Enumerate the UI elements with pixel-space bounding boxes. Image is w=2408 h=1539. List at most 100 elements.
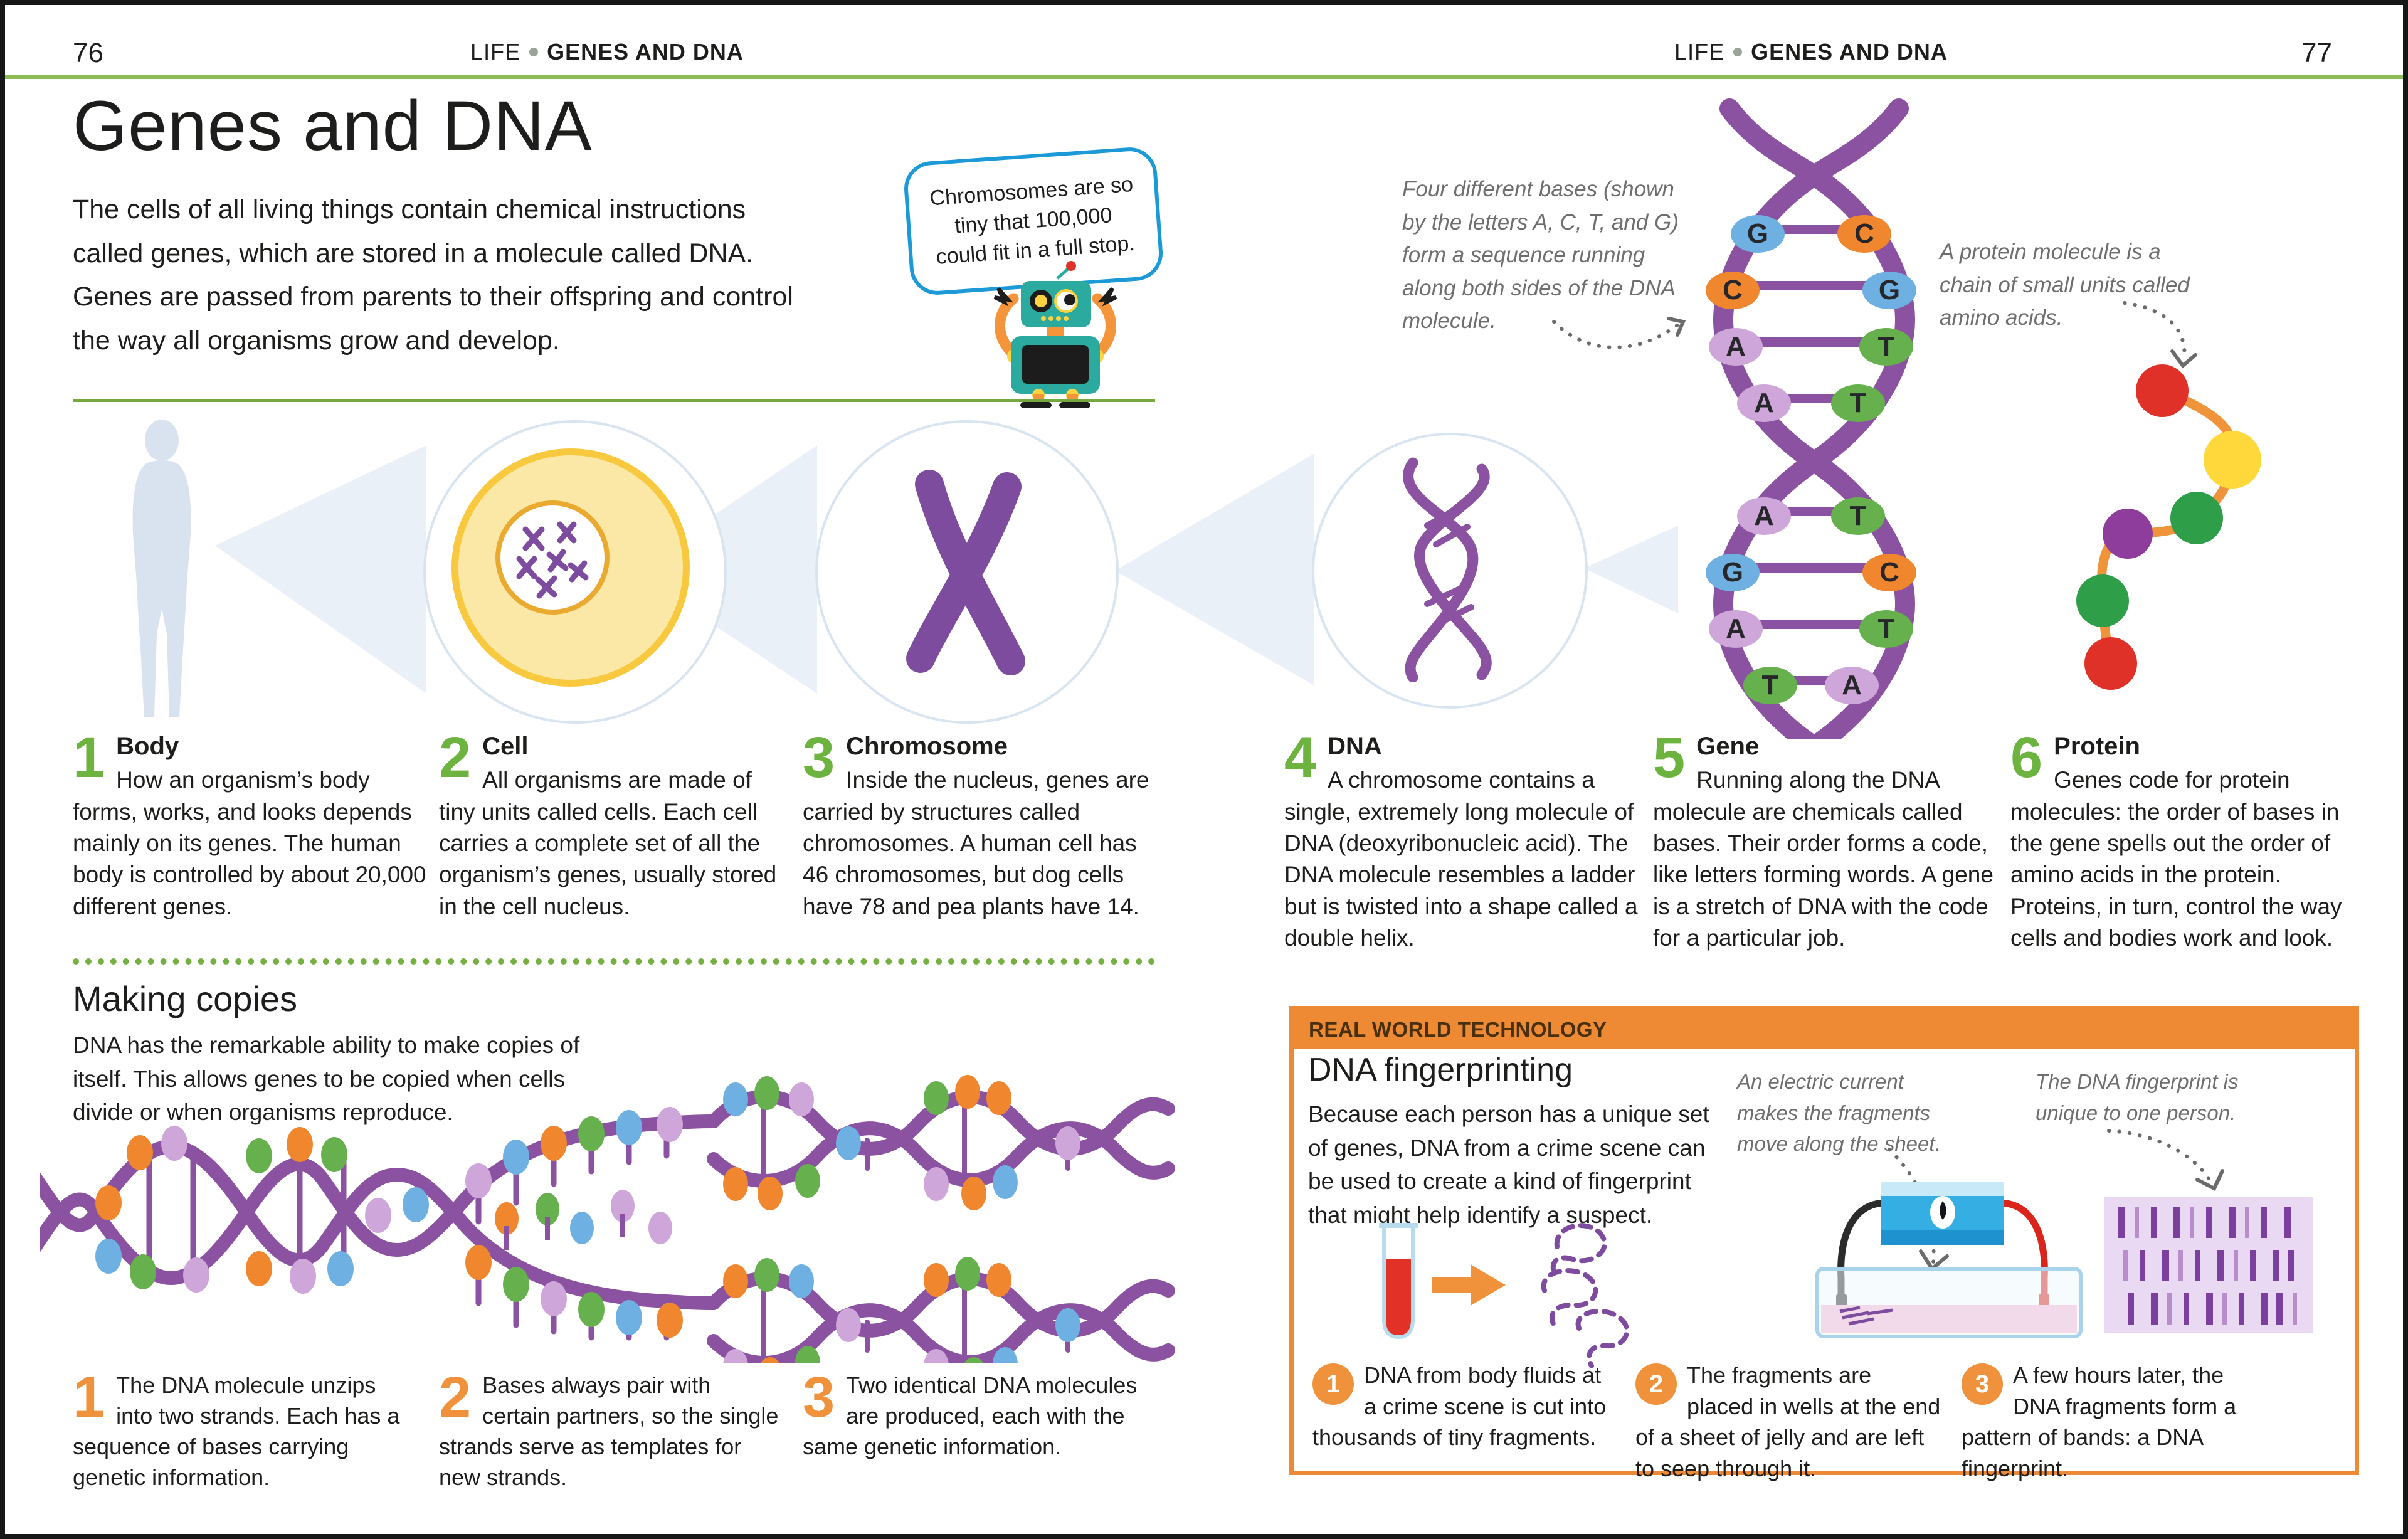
step-text: The fragments are placed in wells at the… xyxy=(1635,1362,1941,1482)
section-text: How an organism’s body forms, works, and… xyxy=(73,767,426,919)
section-number: 2 xyxy=(439,726,472,790)
nucleus-chromosomes xyxy=(516,521,589,599)
dna-zoom-circle xyxy=(1312,433,1588,709)
section-title: Cell xyxy=(482,732,529,760)
making-copies-title: Making copies xyxy=(73,979,297,1018)
step-text: A few hours later, the DNA fragments for… xyxy=(1962,1362,2237,1482)
section-title: Body xyxy=(116,732,179,760)
dna-replication-illustration xyxy=(40,1075,1175,1363)
base-letter: A xyxy=(1737,497,1791,535)
base-letter: A xyxy=(1737,384,1791,422)
page-number-right: 77 xyxy=(2301,38,2332,68)
step-number: 3 xyxy=(1962,1363,2003,1405)
base-letter: A xyxy=(1709,610,1763,648)
header-rule xyxy=(5,75,2403,79)
dotted-arrow-icon xyxy=(2123,301,2197,369)
dna-fragments-icon xyxy=(1541,1223,1630,1368)
section-text: Inside the nucleus, genes are carried by… xyxy=(803,767,1149,919)
copy-step-2: 2 Bases always pair with certain partner… xyxy=(439,1365,781,1493)
test-tube-icon xyxy=(1379,1223,1418,1340)
dna-fingerprint-illustration xyxy=(2104,1197,2313,1333)
section-body: 1 Body How an organism’s body forms, wor… xyxy=(73,729,427,923)
dna-mini-helix xyxy=(1403,457,1492,682)
section-number: 3 xyxy=(803,726,835,790)
copy-step-3: 3 Two identical DNA molecules are produc… xyxy=(803,1368,1154,1462)
bases-annotation: Four different bases (shown by the lette… xyxy=(1402,177,1679,333)
base-letter: T xyxy=(1859,610,1913,648)
base-letter: T xyxy=(1859,328,1913,366)
base-letter: T xyxy=(1831,384,1885,422)
section-number: 4 xyxy=(1284,726,1317,790)
intro-paragraph: The cells of all living things contain c… xyxy=(73,194,793,356)
section-cell: 2 Cell All organisms are made of tiny un… xyxy=(439,729,790,923)
section-gene: 5 Gene Running along the DNA molecule ar… xyxy=(1653,729,2004,954)
protein-annotation: A protein molecule is a chain of small u… xyxy=(1940,240,2190,330)
section-text: A chromosome contains a single, extremel… xyxy=(1284,767,1638,951)
section-text: Running along the DNA molecule are chemi… xyxy=(1653,767,1993,951)
base-letter: G xyxy=(1731,215,1785,253)
page-number-left: 76 xyxy=(73,38,103,68)
protein-chain-illustration xyxy=(2076,364,2261,690)
step-text: The DNA molecule unzips into two strands… xyxy=(73,1372,400,1490)
fingerprint-band-row xyxy=(2118,1207,2299,1238)
step-number: 1 xyxy=(1312,1363,1354,1405)
base-letter: C xyxy=(1837,215,1891,253)
fingerprint-band-row xyxy=(2118,1293,2299,1325)
dotted-arrow-icon xyxy=(1552,317,1686,349)
chromosome-illustration xyxy=(906,470,1025,675)
base-letter: A xyxy=(1825,667,1879,704)
running-head-right: LIFE GENES AND DNA xyxy=(1209,39,2403,65)
step-number: 2 xyxy=(439,1365,472,1429)
section-title: Chromosome xyxy=(846,732,1008,760)
step-number: 1 xyxy=(73,1365,105,1429)
step-text: Two identical DNA molecules are produced… xyxy=(803,1372,1138,1459)
tech-box-tag: REAL WORLD TECHNOLOGY xyxy=(1294,1010,2355,1049)
base-letter: C xyxy=(1862,554,1916,591)
tech-step-3: 3 A few hours later, the DNA fragments f… xyxy=(1962,1360,2275,1484)
base-letter: T xyxy=(1743,667,1797,704)
bullet-icon xyxy=(1733,48,1743,57)
base-letter: G xyxy=(1862,272,1916,309)
fingerprint-annotation: The DNA fingerprint is unique to one per… xyxy=(2036,1070,2239,1124)
making-copies-text: DNA has the remarkable ability to make c… xyxy=(73,1032,580,1126)
step-text: Bases always pair with certain partners,… xyxy=(439,1372,779,1490)
section-title: Protein xyxy=(2054,732,2140,760)
base-letter: T xyxy=(1831,497,1885,535)
intro-baseline-rule xyxy=(73,399,1155,402)
tech-step-1: 1 DNA from body fluids at a crime scene … xyxy=(1312,1360,1617,1453)
bullet-icon xyxy=(529,48,539,57)
tech-box-title: DNA fingerprinting xyxy=(1308,1052,1573,1088)
page-title: Genes and DNA xyxy=(73,87,593,165)
section-number: 1 xyxy=(73,726,105,790)
section-protein: 6 Protein Genes code for protein molecul… xyxy=(2010,729,2374,954)
step-text: DNA from body fluids at a crime scene is… xyxy=(1312,1362,1607,1451)
section-number: 5 xyxy=(1653,726,1686,790)
section-dna: 4 DNA A chromosome contains a single, ex… xyxy=(1284,729,1645,954)
running-head-topic: GENES AND DNA xyxy=(547,39,744,65)
fingerprint-band-row xyxy=(2118,1250,2299,1281)
section-title: DNA xyxy=(1328,732,1382,760)
section-divider xyxy=(73,958,1155,965)
dna-double-helix xyxy=(1713,98,1916,739)
running-head-topic: GENES AND DNA xyxy=(1751,39,1948,65)
section-chromosome: 3 Chromosome Inside the nucleus, genes a… xyxy=(803,729,1157,923)
running-head-section: LIFE xyxy=(1674,39,1725,65)
human-body-silhouette xyxy=(132,420,191,717)
electrophoresis-icon xyxy=(1815,1182,2083,1338)
section-text: Genes code for protein molecules: the or… xyxy=(2010,767,2342,951)
section-text: All organisms are made of tiny units cal… xyxy=(439,767,777,919)
arrow-right-icon xyxy=(1432,1264,1506,1306)
base-dots xyxy=(95,1075,1080,1363)
tech-box-text: Because each person has a unique set of … xyxy=(1308,1101,1709,1228)
base-letter: G xyxy=(1706,554,1760,591)
section-title: Gene xyxy=(1696,732,1760,760)
